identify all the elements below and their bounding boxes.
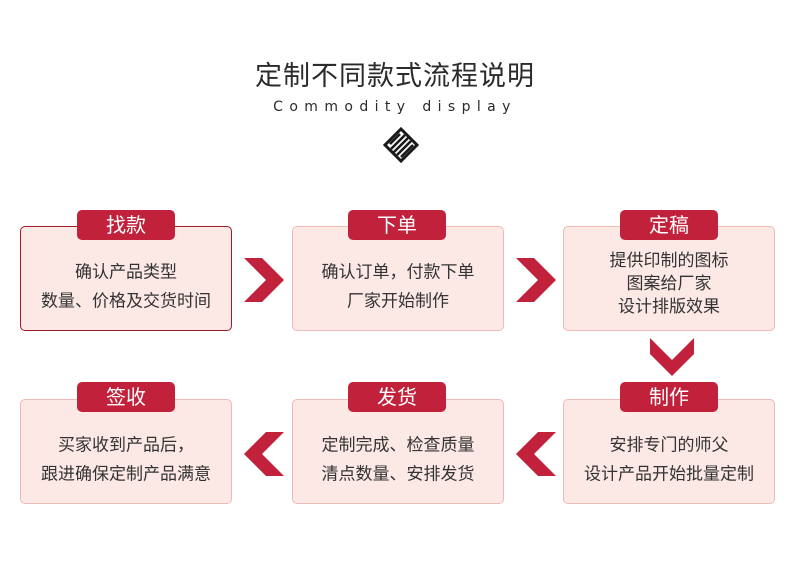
- step-card-produce: 安排专门的师父 设计产品开始批量定制: [563, 399, 775, 504]
- step-description: 确认产品类型 数量、价格及交货时间: [41, 262, 211, 312]
- step-label-produce: 制作: [620, 382, 718, 412]
- step-label-ship: 发货: [348, 382, 446, 412]
- step-card-receive: 买家收到产品后， 跟进确保定制产品满意: [20, 399, 232, 504]
- step-label-find: 找款: [77, 210, 175, 240]
- step-label-receive: 签收: [77, 382, 175, 412]
- step-card-ship: 定制完成、检查质量 清点数量、安排发货: [292, 399, 504, 504]
- chevron-right-icon: [244, 258, 284, 302]
- chevron-left-icon: [244, 432, 284, 476]
- step-description: 确认订单，付款下单 厂家开始制作: [321, 262, 475, 312]
- step-description: 安排专门的师父 设计产品开始批量定制: [584, 435, 754, 485]
- step-card-order: 确认订单，付款下单 厂家开始制作: [292, 226, 504, 331]
- page-title: 定制不同款式流程说明: [255, 61, 535, 92]
- page-subtitle: Commodity display: [273, 99, 517, 115]
- step-description: 定制完成、检查质量 清点数量、安排发货: [321, 435, 475, 485]
- step-card-find: 确认产品类型 数量、价格及交货时间: [20, 226, 232, 331]
- step-label-order: 下单: [348, 210, 446, 240]
- step-label-finalize: 定稿: [620, 210, 718, 240]
- diagonal-lines-icon: [383, 127, 419, 163]
- chevron-right-icon: [516, 258, 556, 302]
- chevron-left-icon: [516, 432, 556, 476]
- step-description: 买家收到产品后， 跟进确保定制产品满意: [41, 435, 211, 485]
- chevron-down-icon: [650, 338, 694, 376]
- step-description: 提供印制的图标 图案给厂家 设计排版效果: [609, 250, 729, 317]
- step-card-finalize: 提供印制的图标 图案给厂家 设计排版效果: [563, 226, 775, 331]
